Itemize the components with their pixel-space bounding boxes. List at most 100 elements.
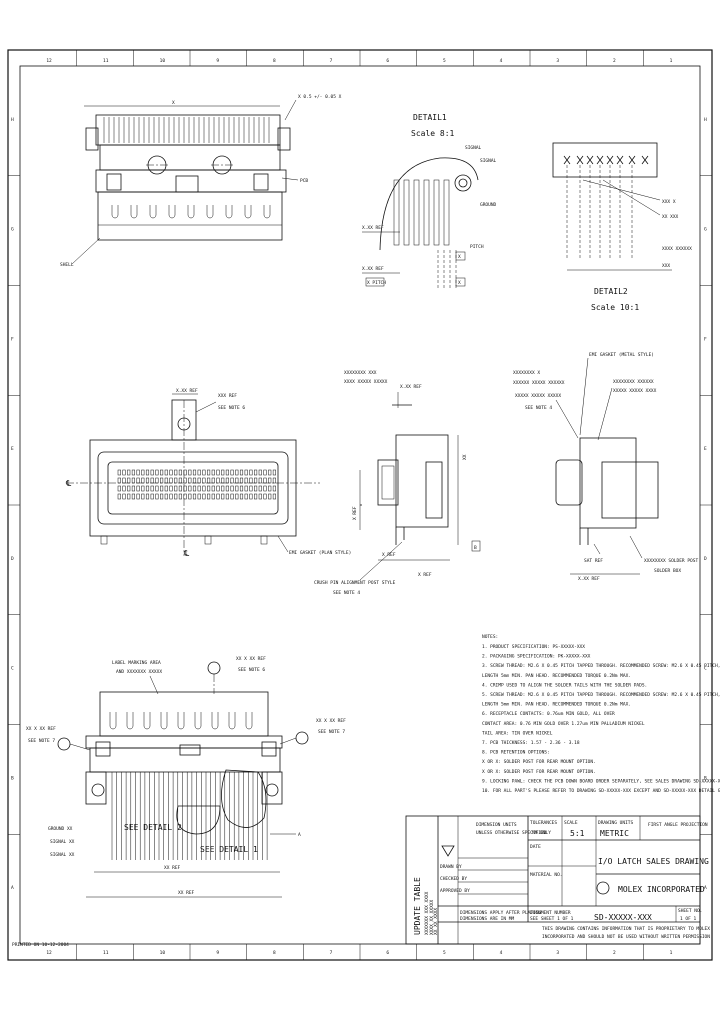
front-contact bbox=[136, 485, 140, 492]
front-contact bbox=[263, 485, 267, 492]
d1-box-a-frame bbox=[365, 277, 385, 287]
front-contact bbox=[268, 493, 272, 500]
tb-value-scale: 5:1 bbox=[570, 829, 585, 838]
front-contact bbox=[249, 477, 253, 484]
zone-row-left: F bbox=[11, 336, 14, 342]
detail2-mark bbox=[576, 155, 584, 165]
center-key bbox=[175, 175, 199, 193]
front-contact bbox=[263, 469, 267, 476]
detail1-signal-2: SIGNAL bbox=[480, 158, 497, 164]
bottom-note-4b: SEE NOTE 7 bbox=[318, 729, 345, 735]
detail1-dim-b: X.XX REF bbox=[362, 266, 384, 272]
detail1-pins bbox=[393, 179, 457, 290]
side-note-bottom-1: CRUSH PIN ALIGNMENT POST STYLE bbox=[314, 580, 396, 586]
tb-general-2: INCORPORATED AND SHOULD NOT BE USED WITH… bbox=[542, 934, 710, 940]
tb-label-dim-units: DIMENSION UNITS bbox=[476, 822, 517, 828]
tb-label-tolerance: TOLERANCES bbox=[530, 820, 557, 826]
note-line: 8. PCB RETENTION OPTIONS: bbox=[482, 750, 550, 756]
tb-rev-title: UPDATE TABLE bbox=[413, 877, 422, 935]
housing-mid bbox=[95, 169, 287, 193]
side-body bbox=[395, 434, 449, 528]
front-contact bbox=[192, 485, 197, 492]
right-label-sat: SAT REF bbox=[584, 558, 603, 564]
side-dim-side: X REF bbox=[352, 506, 358, 520]
note-line: TAIL AREA: TIN OVER NICKEL bbox=[482, 730, 553, 736]
front-contact bbox=[235, 485, 239, 492]
zone-col-bottom: 11 bbox=[103, 950, 109, 956]
tb-company-logo-icon bbox=[596, 881, 610, 895]
right-note-left-2: XXXXXX XXXXX XXXXXX bbox=[513, 380, 565, 386]
zone-col-bottom: 6 bbox=[386, 950, 389, 956]
zone-col-top: 8 bbox=[273, 58, 276, 64]
tb-checked-by: CHECKED BY bbox=[440, 876, 467, 882]
front-contact bbox=[263, 493, 267, 500]
detail1-box-c: X bbox=[458, 280, 461, 286]
detail1-pin bbox=[393, 179, 400, 246]
see-detail-1: SEE DETAIL 1 bbox=[200, 845, 258, 854]
front-contact bbox=[160, 477, 164, 484]
front-contact bbox=[258, 493, 262, 500]
right-note-right-1: XXXXXXXX XXXXXX bbox=[613, 379, 654, 385]
bottom-slot bbox=[211, 712, 219, 730]
d2-leader-2 bbox=[602, 179, 661, 216]
front-contact bbox=[127, 493, 131, 500]
front-contact bbox=[127, 469, 131, 476]
front-contact bbox=[136, 469, 140, 476]
detail1-dim-a: X.XX REF bbox=[362, 225, 384, 231]
bottom-center-key bbox=[179, 744, 201, 756]
detail2-mark bbox=[606, 155, 614, 165]
front-contact bbox=[178, 485, 182, 492]
right-body bbox=[579, 437, 637, 529]
front-note-bottom: EMI GASKET (PLAN STYLE) bbox=[289, 550, 351, 556]
front-cl-left: ℄ bbox=[65, 479, 72, 488]
bottom-signal-2: SIGNAL XX bbox=[50, 852, 75, 858]
right-note-solder-2: SOLDER BOX bbox=[654, 568, 681, 574]
zone-col-top: 4 bbox=[500, 58, 503, 64]
detail2-mark bbox=[641, 155, 649, 165]
bottom-callout-circle bbox=[207, 661, 221, 675]
front-contact bbox=[239, 493, 244, 500]
zone-col-bottom: 4 bbox=[500, 950, 503, 956]
bottom-slot bbox=[228, 712, 236, 730]
lower-slot bbox=[206, 205, 214, 219]
front-contact bbox=[131, 493, 135, 500]
front-contact bbox=[207, 485, 211, 492]
front-post bbox=[204, 535, 212, 545]
front-contact bbox=[117, 469, 121, 476]
front-post bbox=[100, 535, 108, 545]
detail1-pin bbox=[433, 179, 440, 246]
front-cavity bbox=[107, 461, 279, 515]
zone-col-top: 6 bbox=[386, 58, 389, 64]
right-note-left-3: XXXXX XXXXX XXXXX bbox=[515, 393, 561, 399]
front-contact bbox=[174, 477, 178, 484]
pitch-note: X 0.5 +/- 0.05 X bbox=[298, 94, 342, 100]
front-contact bbox=[150, 485, 154, 492]
tb-first-angle: FIRST ANGLE PROJECTION bbox=[648, 822, 708, 828]
side-note-bottom-2: SEE NOTE 4 bbox=[333, 590, 360, 596]
detail1-callout bbox=[221, 769, 267, 828]
front-contact bbox=[127, 477, 131, 484]
bottom-tails bbox=[111, 772, 268, 860]
tb-rev-line-2: XXXX XX XXXXX bbox=[429, 899, 435, 935]
right-note-top: EMI GASKET (METAL STYLE) bbox=[589, 352, 654, 358]
zone-col-bottom: 2 bbox=[613, 950, 616, 956]
front-contact bbox=[127, 485, 131, 492]
tb-company: MOLEX INCORPORATED bbox=[618, 885, 705, 894]
bottom-callout-left bbox=[57, 737, 71, 751]
bottom-slot bbox=[177, 712, 185, 730]
tb-general-1: THIS DRAWING CONTAINS INFORMATION THAT I… bbox=[542, 926, 710, 932]
front-contact bbox=[160, 469, 164, 476]
bottom-slot bbox=[245, 712, 253, 730]
detail2-title: DETAIL2 bbox=[594, 287, 628, 296]
front-contact bbox=[211, 477, 215, 484]
zone-row-right: B bbox=[704, 775, 707, 781]
front-contact bbox=[268, 485, 272, 492]
front-contact bbox=[174, 493, 178, 500]
bottom-note-3b: SEE NOTE 7 bbox=[28, 738, 55, 744]
note-line: 10. FOR ALL PART'S PLEASE REFER TO DRAWI… bbox=[482, 788, 720, 794]
front-contact bbox=[202, 469, 206, 476]
front-contact bbox=[263, 477, 267, 484]
notes-title: NOTES: bbox=[482, 634, 498, 640]
front-contact bbox=[225, 493, 229, 500]
